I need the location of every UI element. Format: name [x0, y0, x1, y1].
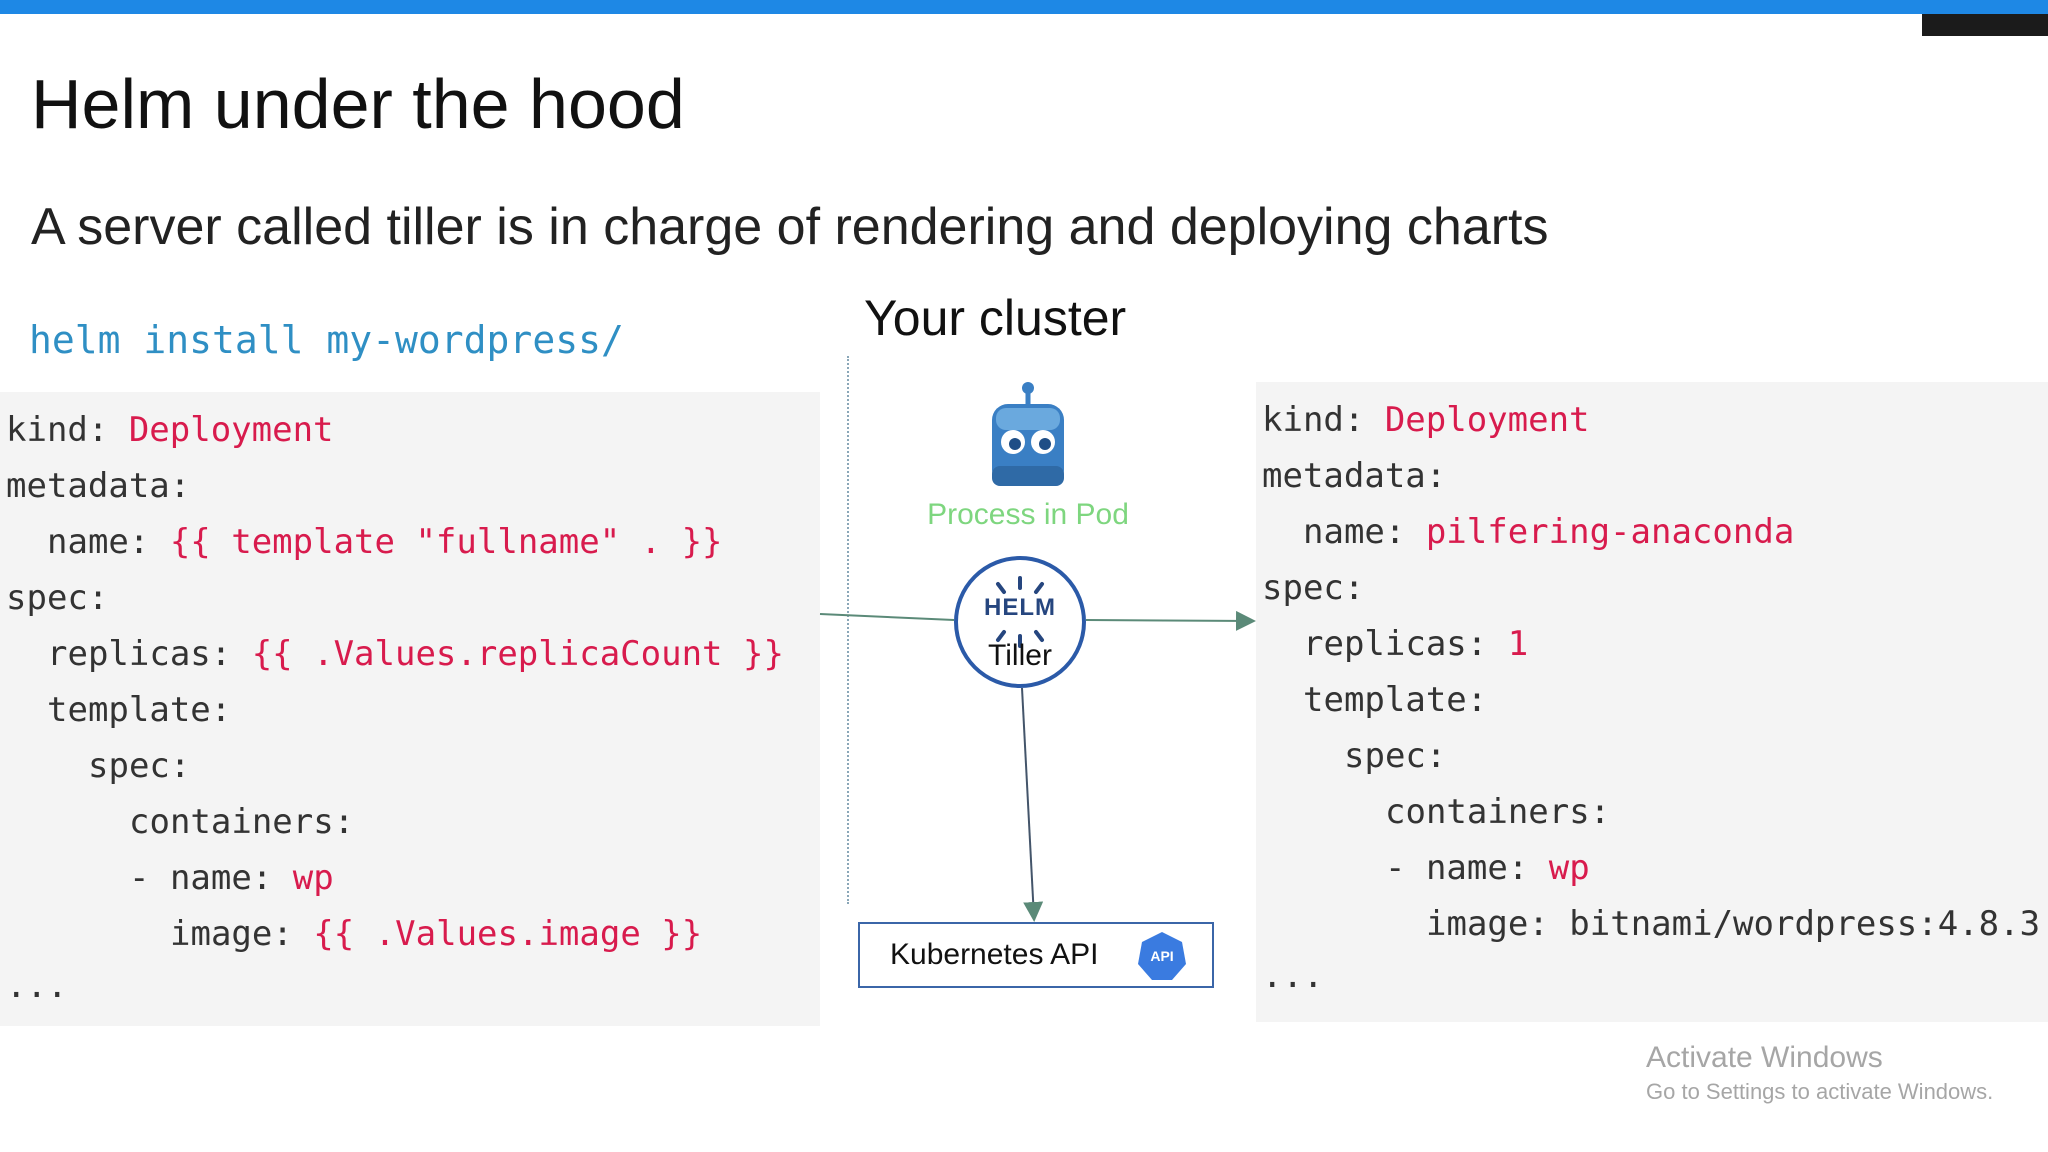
activate-windows-title: Activate Windows — [1646, 1041, 1883, 1074]
code-line: template: — [47, 690, 232, 730]
code-line: metadata: — [1262, 456, 1447, 496]
helm-logo-text: HELM — [984, 594, 1056, 621]
code-line: ... — [1262, 956, 1324, 996]
webcam-overlay-corner — [1922, 14, 2048, 36]
code-line: name: {{ template "fullname" . }} — [47, 522, 723, 562]
code-line: containers: — [129, 802, 355, 842]
kubernetes-api-box: Kubernetes API API — [858, 922, 1214, 988]
code-line: ... — [6, 966, 68, 1006]
code-line: spec: — [1262, 568, 1365, 608]
code-line: spec: — [1344, 736, 1447, 776]
code-line: image: bitnami/wordpress:4.8.3 — [1426, 904, 2041, 944]
tiller-node: HELM Tiller — [954, 556, 1086, 688]
slide-title: Helm under the hood — [31, 65, 685, 143]
code-line: metadata: — [6, 466, 191, 506]
slide-subtitle: A server called tiller is in charge of r… — [31, 198, 1549, 256]
tiller-label: Tiller — [988, 639, 1052, 672]
chart-template-code: kind: Deployment metadata: name: {{ temp… — [0, 392, 820, 1026]
code-line: image: {{ .Values.image }} — [170, 914, 703, 954]
kubernetes-api-label: Kubernetes API — [890, 938, 1099, 971]
robot-icon — [992, 382, 1064, 486]
code-line: spec: — [6, 578, 109, 618]
code-line: kind: Deployment — [1262, 400, 1590, 440]
process-in-pod-label: Process in Pod — [927, 498, 1129, 531]
code-line: containers: — [1385, 792, 1611, 832]
code-line: - name: wp — [1385, 848, 1590, 888]
top-accent-bar — [0, 0, 2048, 14]
cluster-label: Your cluster — [864, 290, 1127, 346]
arrow-tiller-to-rendered — [1085, 610, 1256, 631]
code-line: replicas: 1 — [1303, 624, 1529, 664]
activate-windows-subtitle: Go to Settings to activate Windows. — [1646, 1079, 1994, 1104]
helm-wheel-icon — [996, 576, 1044, 648]
helm-install-command: helm install my-wordpress/ — [29, 318, 624, 362]
code-line: name: pilfering-anaconda — [1303, 512, 1795, 552]
api-badge-icon — [1138, 932, 1186, 980]
code-line: kind: Deployment — [6, 410, 334, 450]
arrow-tiller-to-api — [1021, 687, 1044, 922]
code-line: template: — [1303, 680, 1488, 720]
code-line: replicas: {{ .Values.replicaCount }} — [47, 634, 784, 674]
arrow-template-to-tiller — [819, 613, 955, 621]
cluster-boundary-divider — [847, 356, 849, 904]
rendered-manifest-code: kind: Deployment metadata: name: pilferi… — [1256, 382, 2048, 1022]
code-line: spec: — [88, 746, 191, 786]
code-line: - name: wp — [129, 858, 334, 898]
api-badge-text: API — [1150, 948, 1174, 964]
